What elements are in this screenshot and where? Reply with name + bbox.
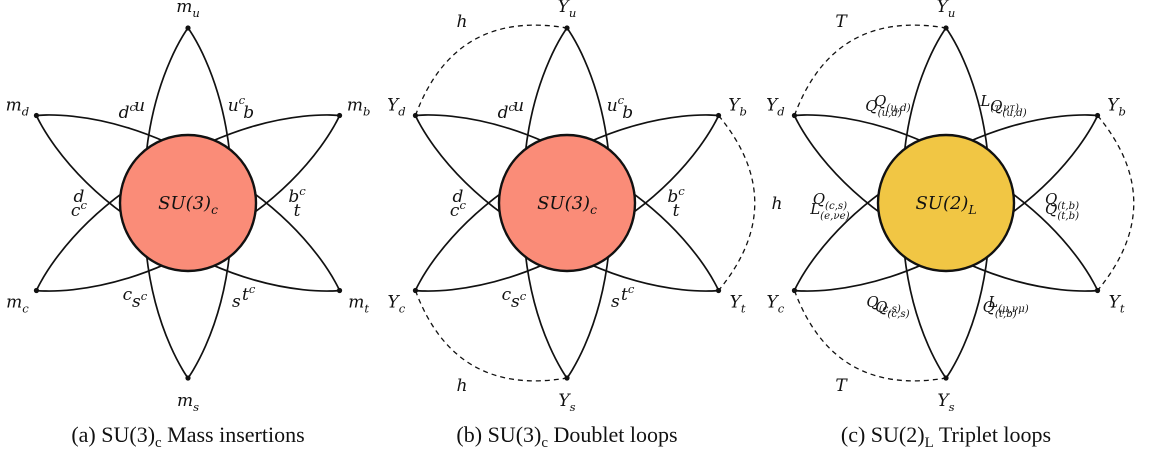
vertex-label: Yb​ [1107,96,1126,119]
field-label: u [134,96,145,116]
vertex-label: Yb​ [728,96,747,119]
field-label: d [452,187,463,207]
vertex-dot [185,375,191,381]
vertex-label: mt​ [348,293,369,316]
vertex-dot [715,112,722,119]
panel-3: TTTYu​Q(u,d)​Q(u,d)​Yb​L(τ,ντ)​Q(t,b)​Yt… [766,0,1151,451]
vertex-label: md​ [6,96,30,119]
field-label: Q(u,d)​ [874,92,911,114]
vertex-label: Yc​ [388,293,406,316]
field-label: Q(u,d)​ [865,97,902,119]
vertex-dot [791,112,798,119]
vertex-label: mc​ [6,293,29,316]
vertex-dot [1094,287,1101,294]
field-label: sc​ [132,289,148,312]
field-label: s [232,292,241,312]
vertex-dot [564,25,570,31]
gauge-group-label: SU(3)c​ [537,193,597,217]
field-label: uc​ [607,93,625,116]
vertex-dot [336,287,343,294]
loop-arc [1097,115,1135,291]
vertex-dot [336,112,343,119]
loop-arc [793,290,947,382]
arc-label: h [457,376,468,396]
field-label: L(μ,νμ)​ [987,293,1029,315]
vertex-label: Yd​ [387,96,406,119]
field-label: b [622,103,633,123]
vertex-label: Ys​ [558,391,575,414]
arc-label: h [772,194,783,214]
field-label: s [611,292,620,312]
field-label: Q(t,b)​ [1045,200,1079,222]
panel-1: mu​ u uc​ mb​ b bc​ mt​ t tc​ ms​ s sc​ mc​ c cc​ md​ d d… [6,0,371,451]
arc-label: h [457,12,468,32]
field-label: c [123,285,133,305]
vertex-label: mu​ [176,0,200,20]
field-label: Q(t,b)​ [983,298,1017,320]
panel-caption: (a) SU(3)c​ Mass insertions [71,422,304,451]
vertex-label: Yd​ [766,96,785,119]
panel-caption: (b) SU(3)c​ Doublet loops [456,422,677,451]
field-label: Q(c,s)​ [813,190,847,212]
field-label: c [502,285,512,305]
gauge-group-circle [497,133,637,273]
vertex-label: Yc​ [767,293,785,316]
vertex-label: Yu​ [937,0,956,20]
field-label: bc​ [288,184,306,207]
field-label: cc​ [450,198,467,221]
field-label: t [673,201,680,221]
gauge-group-circle [118,133,258,273]
field-label: dc​ [498,100,516,123]
panel-2: h h h Yu​ u uc​ Yb​ b bc​ Yt​ t tc​ Ys​ s sc​ Yc​ c cc​ Yd… [387,0,782,451]
field-label: cc​ [71,198,88,221]
field-label: Q(t,b)​ [1045,190,1079,212]
field-label: L(e,νe)​ [809,200,849,222]
loop-arc [414,24,568,116]
arc-label: T [835,376,848,396]
field-label: bc​ [667,184,685,207]
panel-caption: (c) SU(2)L​ Triplet loops [841,422,1051,451]
field-label: sc​ [511,289,527,312]
loop-arc [718,115,756,291]
vertex-dot [943,375,949,381]
vertex-label: ms​ [177,391,199,414]
vertex-label: Ys​ [937,391,954,414]
arc-label: T [835,12,848,32]
field-label: b [243,103,254,123]
vertex-dot [1094,112,1101,119]
field-label: u [513,96,524,116]
field-label: uc​ [228,93,246,116]
vertex-label: mb​ [347,96,371,119]
field-label: t [294,201,301,221]
gauge-group-circle [876,133,1016,273]
vertex-dot [791,287,798,294]
loop-arc [414,290,568,382]
field-label: tc​ [242,282,256,305]
vertex-dot [185,25,191,31]
vertex-label: Yt​ [1109,293,1125,316]
field-label: d [73,187,84,207]
vertex-dot [33,112,40,119]
gauge-group-label: SU(2)L​ [915,193,976,217]
loop-arc [793,24,947,116]
field-label: L(τ,ντ)​ [979,92,1019,114]
field-label: Q(u,d)​ [990,97,1027,119]
vertex-dot [412,287,419,294]
field-label: dc​ [119,100,137,123]
vertex-dot [715,287,722,294]
vertex-label: Yt​ [730,293,746,316]
gauge-group-label: SU(3)c​ [158,193,218,217]
vertex-label: Yu​ [558,0,577,20]
vertex-dot [412,112,419,119]
vertex-dot [564,375,570,381]
vertex-dot [33,287,40,294]
vertex-dot [943,25,949,31]
field-label: Q(c,s)​ [866,293,900,315]
field-label: Q(c,s)​ [875,298,909,320]
field-label: tc​ [621,282,635,305]
